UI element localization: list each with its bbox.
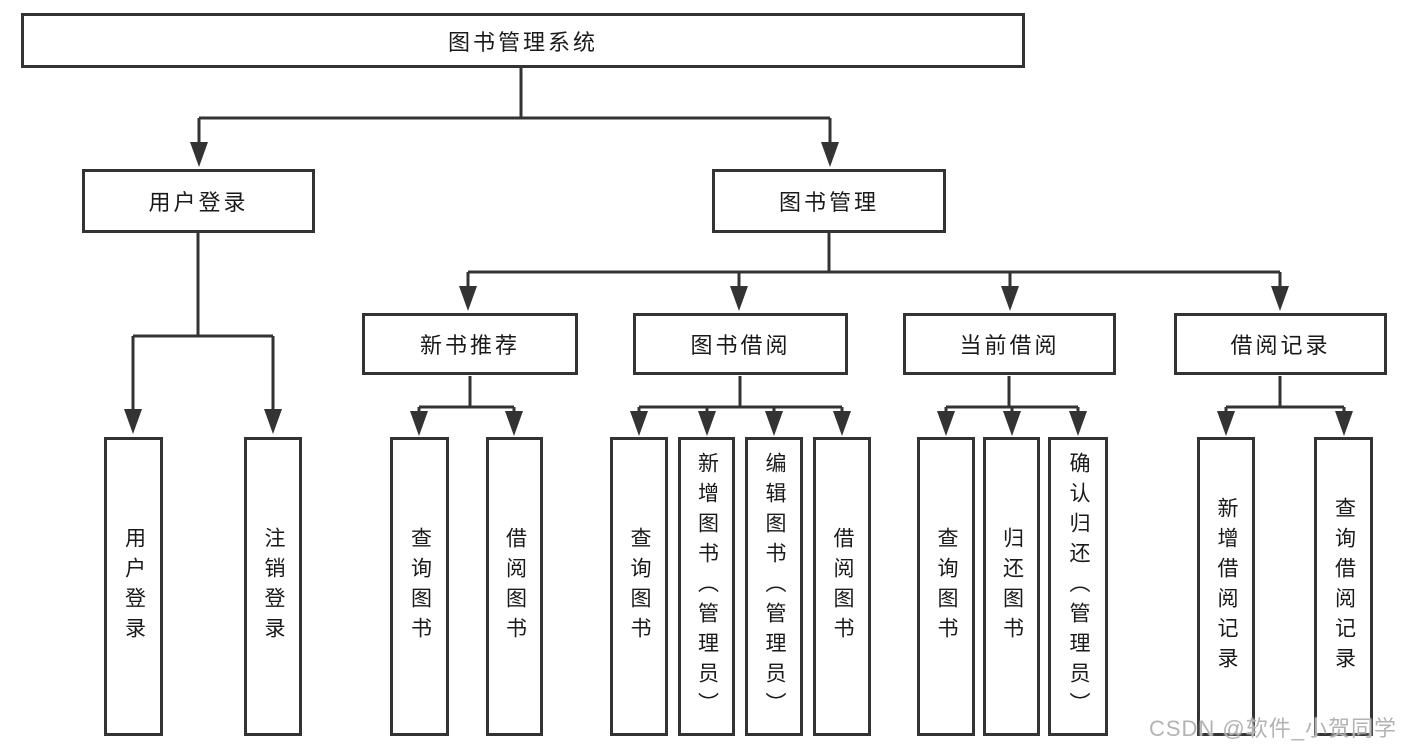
leaf-edit-book-admin: 编辑图书（管理员） (745, 437, 803, 736)
node-current-borrow: 当前借阅 (903, 313, 1116, 375)
node-borrow-records: 借阅记录 (1174, 313, 1387, 375)
leaf-add-borrow-record: 新增借阅记录 (1197, 437, 1255, 736)
node-book-management: 图书管理 (712, 169, 946, 233)
leaf-confirm-return-admin: 确认归还（管理员） (1048, 437, 1108, 736)
leaf-borrow-book-recommend: 借阅图书 (486, 437, 543, 736)
leaf-logout: 注销登录 (244, 437, 302, 736)
connector-records-to-leaves (1217, 376, 1353, 436)
node-book-borrow: 图书借阅 (633, 313, 848, 375)
connector-bookmgmt-to-level3 (459, 233, 1289, 311)
connector-newbook-to-leaves (410, 376, 523, 436)
leaf-query-book-borrow: 查询图书 (610, 437, 668, 736)
node-root-system: 图书管理系统 (21, 13, 1025, 68)
leaf-user-login: 用户登录 (104, 437, 163, 736)
connector-borrow-to-leaves (630, 376, 851, 436)
csdn-watermark: CSDN @软件_小贺同学 (1148, 716, 1397, 741)
node-user-login: 用户登录 (82, 169, 315, 233)
leaf-add-book-admin: 新增图书（管理员） (678, 437, 735, 736)
node-new-book-recommend: 新书推荐 (362, 313, 578, 375)
leaf-query-book-recommend: 查询图书 (390, 437, 449, 736)
leaf-query-book-current: 查询图书 (917, 437, 975, 736)
leaf-query-borrow-record: 查询借阅记录 (1314, 437, 1373, 736)
connector-login-to-leaves (124, 233, 282, 434)
connector-root-to-level2 (190, 68, 839, 167)
leaf-return-book: 归还图书 (983, 437, 1040, 736)
leaf-borrow-book: 借阅图书 (813, 437, 871, 736)
connector-current-to-leaves (937, 376, 1087, 436)
